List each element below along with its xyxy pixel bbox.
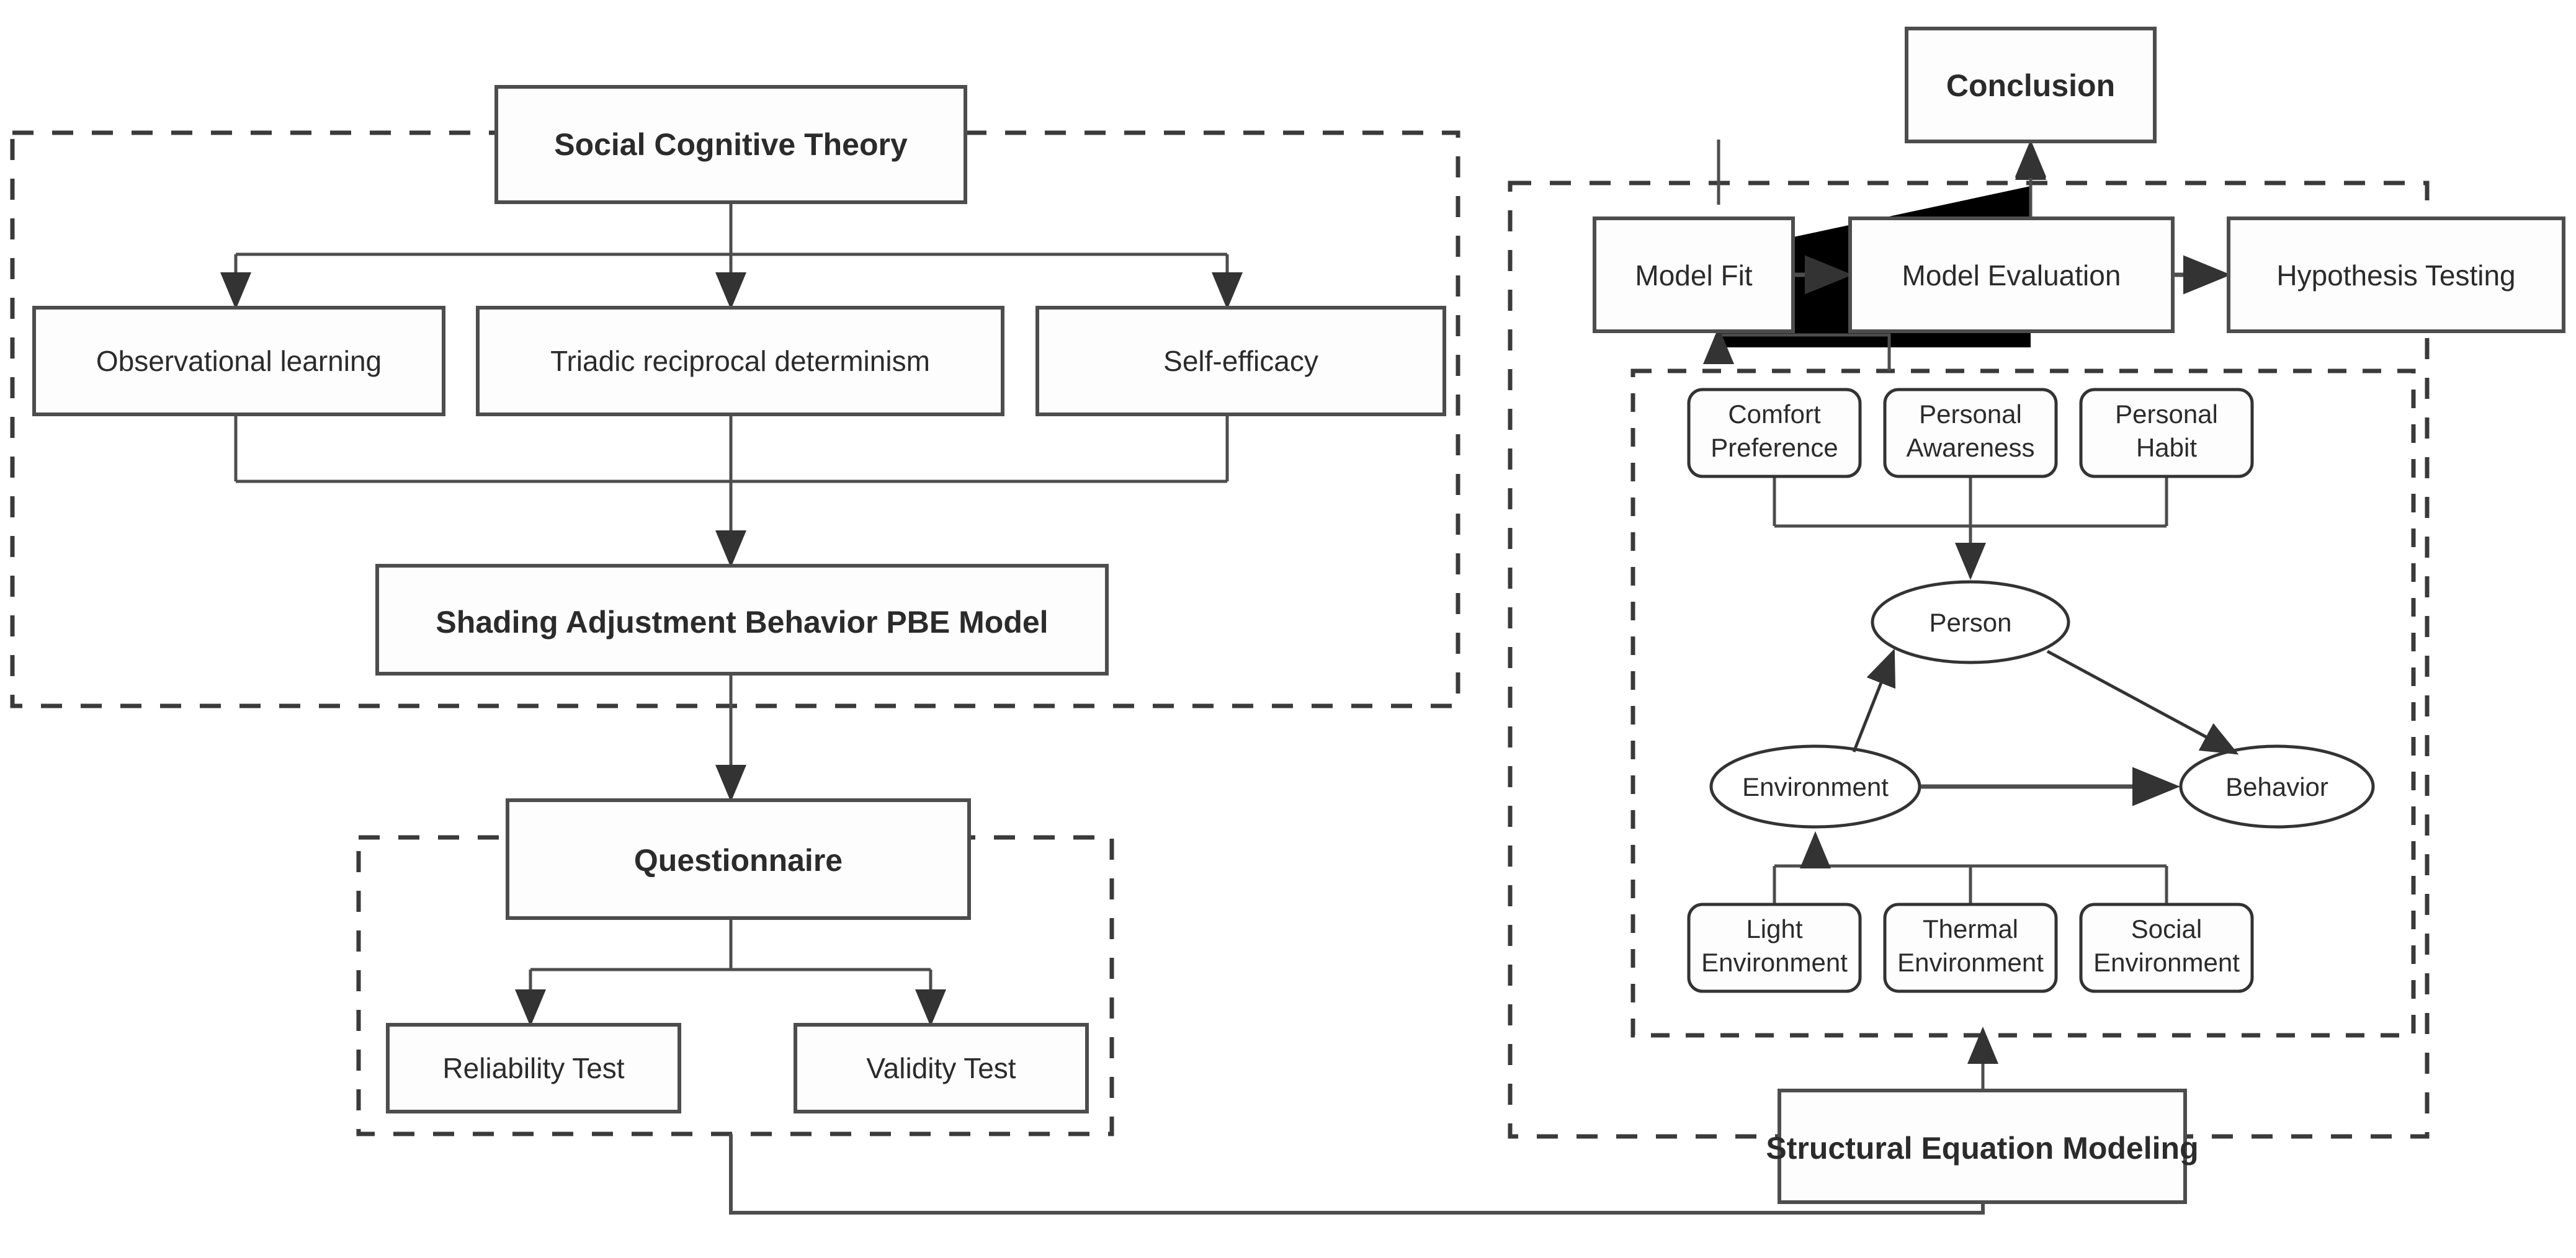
node-label: Triadic reciprocal determinism bbox=[550, 345, 930, 377]
node-questionnaire[interactable]: Questionnaire bbox=[506, 798, 971, 920]
node-personal-awareness[interactable]: Personal Awareness bbox=[1883, 388, 2058, 478]
node-label: Hypothesis Testing bbox=[2276, 259, 2515, 292]
node-validity-test[interactable]: Validity Test bbox=[794, 1023, 1089, 1113]
node-social-environment[interactable]: Social Environment bbox=[2079, 903, 2254, 993]
pbe-model-dashed-container bbox=[1630, 368, 2416, 1038]
node-label-line1: Light bbox=[1746, 914, 1802, 943]
node-label: Structural Equation Modeling bbox=[1766, 1131, 2198, 1166]
oval-label-behavior: Behavior bbox=[2225, 772, 2328, 801]
node-label-line1: Thermal bbox=[1923, 914, 2018, 943]
oval-label-environment: Environment bbox=[1742, 772, 1889, 801]
oval-behavior bbox=[2179, 744, 2375, 829]
node-label-line2: Environment bbox=[2093, 948, 2240, 977]
node-thermal-environment[interactable]: Thermal Environment bbox=[1883, 903, 2058, 993]
node-light-environment[interactable]: Light Environment bbox=[1687, 903, 1862, 993]
node-label-line1: Comfort bbox=[1728, 399, 1821, 429]
node-label-line2: Awareness bbox=[1906, 433, 2034, 462]
node-label: Social Cognitive Theory bbox=[554, 127, 908, 162]
node-label-line2: Preference bbox=[1711, 433, 1838, 462]
oval-label-person: Person bbox=[1929, 608, 2011, 637]
node-model-evaluation[interactable]: Model Evaluation bbox=[1848, 216, 2175, 333]
node-observational-learning[interactable]: Observational learning bbox=[32, 306, 445, 416]
analysis-dashed-container bbox=[1508, 181, 2430, 1139]
node-triadic-reciprocal-determinism[interactable]: Triadic reciprocal determinism bbox=[476, 306, 1004, 416]
oval-environment bbox=[1709, 744, 1921, 829]
node-label: Conclusion bbox=[1946, 68, 2115, 103]
node-label-line2: Environment bbox=[1897, 948, 2044, 977]
node-conclusion[interactable]: Conclusion bbox=[1905, 27, 2157, 143]
node-social-cognitive-theory[interactable]: Social Cognitive Theory bbox=[494, 85, 967, 204]
node-label-line2: Habit bbox=[2136, 433, 2197, 462]
node-label: Shading Adjustment Behavior PBE Model bbox=[436, 605, 1048, 640]
node-label: Self-efficacy bbox=[1163, 345, 1318, 377]
oval-person bbox=[1871, 580, 2070, 664]
node-label-line2: Environment bbox=[1701, 948, 1848, 977]
node-label: Model Fit bbox=[1635, 259, 1752, 292]
node-label-line1: Social bbox=[2131, 914, 2202, 943]
node-personal-habit[interactable]: Personal Habit bbox=[2079, 388, 2254, 478]
node-structural-equation-modeling[interactable]: Structural Equation Modeling bbox=[1766, 1089, 2199, 1204]
node-self-efficacy[interactable]: Self-efficacy bbox=[1035, 306, 1446, 416]
node-label: Reliability Test bbox=[442, 1052, 624, 1084]
node-label: Questionnaire bbox=[634, 843, 843, 878]
node-label: Validity Test bbox=[866, 1052, 1016, 1084]
node-label: Observational learning bbox=[96, 345, 382, 377]
node-comfort-preference[interactable]: Comfort Preference bbox=[1687, 388, 1862, 478]
node-model-fit[interactable]: Model Fit bbox=[1593, 216, 1795, 333]
node-hypothesis-testing[interactable]: Hypothesis Testing bbox=[2227, 216, 2565, 333]
node-reliability-test[interactable]: Reliability Test bbox=[386, 1023, 681, 1113]
node-label-line1: Personal bbox=[1919, 399, 2022, 429]
node-label-line1: Personal bbox=[2115, 399, 2218, 429]
node-shading-adjustment-behavior-pbe-model[interactable]: Shading Adjustment Behavior PBE Model bbox=[375, 564, 1109, 676]
node-label: Model Evaluation bbox=[1902, 259, 2121, 292]
